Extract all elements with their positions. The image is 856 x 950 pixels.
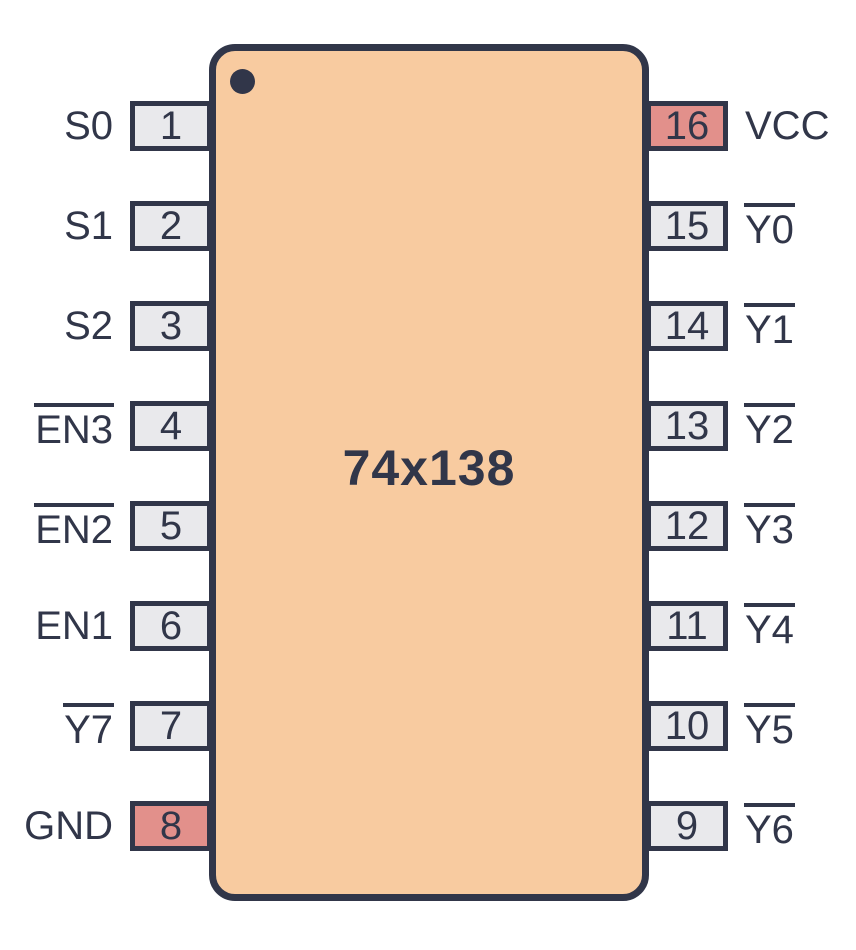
pin-number-box: 12 bbox=[646, 501, 728, 551]
pin-number-box: 3 bbox=[130, 301, 212, 351]
pin-row: S0 1 bbox=[0, 101, 856, 151]
pin-number-box: 7 bbox=[130, 701, 212, 751]
pin-number-box: 14 bbox=[646, 301, 728, 351]
pin-label: Y4 bbox=[744, 601, 856, 651]
pin-label: Y6 bbox=[744, 801, 856, 851]
pin-row: S1 2 bbox=[0, 201, 856, 251]
pin-number-box: 11 bbox=[646, 601, 728, 651]
pin-label: Y2 bbox=[744, 401, 856, 451]
pin-row: 13 Y2 bbox=[0, 401, 856, 451]
pin-label: Y5 bbox=[744, 701, 856, 751]
pin-number-box: 15 bbox=[646, 201, 728, 251]
pin-row: S2 3 bbox=[0, 301, 856, 351]
pin-row: 9 Y6 bbox=[0, 801, 856, 851]
pin-row: Y7 7 bbox=[0, 701, 856, 751]
pin-row: 15 Y0 bbox=[0, 201, 856, 251]
pin-number-box: 13 bbox=[646, 401, 728, 451]
pin-label: S2 bbox=[64, 304, 113, 348]
pin-row: 16 VCC bbox=[0, 101, 856, 151]
pin-row: 14 Y1 bbox=[0, 301, 856, 351]
pin-number-box: 5 bbox=[130, 501, 212, 551]
pin-label: GND bbox=[24, 804, 113, 848]
pin-label: Y7 bbox=[0, 701, 114, 751]
pin-label: VCC bbox=[745, 104, 830, 148]
pin-number-box: 9 bbox=[646, 801, 728, 851]
pin-number-box: 1 bbox=[130, 101, 212, 151]
pin-row: 12 Y3 bbox=[0, 501, 856, 551]
pin-row: 10 Y5 bbox=[0, 701, 856, 751]
pin-label: EN2 bbox=[0, 501, 114, 551]
chip-title: 74x138 bbox=[342, 440, 516, 496]
pin-number-box: 2 bbox=[130, 201, 212, 251]
chip-body: 74x138 bbox=[209, 44, 649, 901]
pin-row: GND 8 bbox=[0, 801, 856, 851]
pin-row: EN2 5 bbox=[0, 501, 856, 551]
pin-row: EN1 6 bbox=[0, 601, 856, 651]
pin-number-box: 10 bbox=[646, 701, 728, 751]
pin-number-box: 4 bbox=[130, 401, 212, 451]
pin-row: EN3 4 bbox=[0, 401, 856, 451]
pin-label: Y0 bbox=[744, 201, 856, 251]
pin-label: Y1 bbox=[744, 301, 856, 351]
pin-label: Y3 bbox=[744, 501, 856, 551]
pin-number-box: 16 bbox=[646, 101, 728, 151]
pin-row: 11 Y4 bbox=[0, 601, 856, 651]
pin-label: EN1 bbox=[35, 604, 113, 648]
pin1-indicator-dot bbox=[230, 69, 255, 94]
pin-label: S1 bbox=[64, 204, 113, 248]
pin-number-box: 6 bbox=[130, 601, 212, 651]
pin-label: EN3 bbox=[0, 401, 114, 451]
pin-label: S0 bbox=[64, 104, 113, 148]
pin-number-box: 8 bbox=[130, 801, 212, 851]
